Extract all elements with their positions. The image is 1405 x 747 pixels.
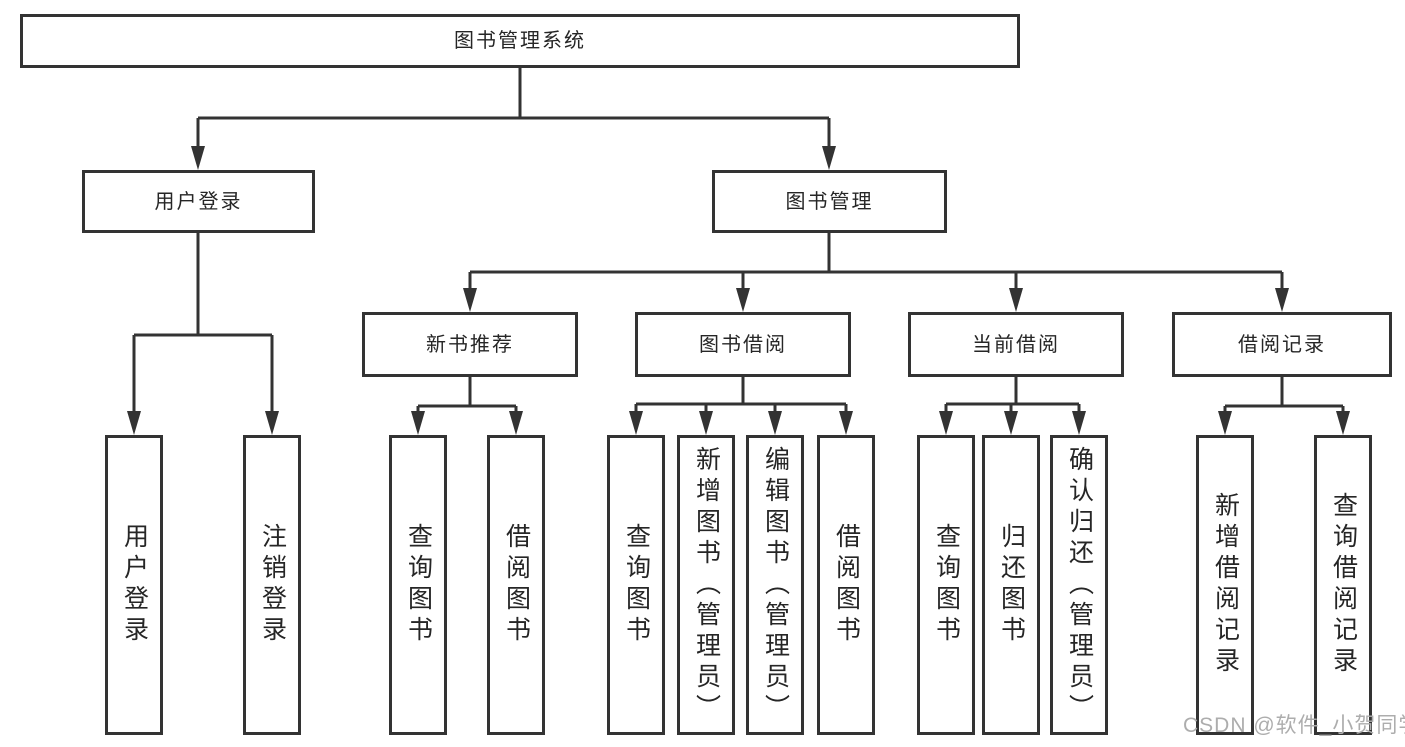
node-book-borrow: 图书借阅 [635,312,851,377]
leaf-borrow-books-recommend: 借阅图书 [487,435,545,735]
node-label: 借阅记录 [1238,333,1326,356]
node-current-borrow: 当前借阅 [908,312,1124,377]
leaf-confirm-return-admin: 确认归还（管理员） [1050,435,1108,735]
leaf-query-books-current: 查询图书 [917,435,975,735]
leaf-label: 归还图书 [997,523,1026,647]
leaf-user-login: 用户登录 [105,435,163,735]
leaf-query-borrow-record: 查询借阅记录 [1314,435,1372,735]
node-label: 新书推荐 [426,333,514,356]
leaf-label: 注销登录 [258,523,287,647]
leaf-return-book: 归还图书 [982,435,1040,735]
leaf-query-books-borrow: 查询图书 [607,435,665,735]
leaf-label: 新增借阅记录 [1211,492,1240,678]
node-book-management: 图书管理 [712,170,947,233]
node-library-management-system: 图书管理系统 [20,14,1020,68]
node-label: 图书管理 [785,190,874,213]
node-new-book-recommend: 新书推荐 [362,312,578,377]
leaf-label: 用户登录 [120,523,149,647]
leaf-label: 查询图书 [932,523,961,647]
leaf-label: 查询借阅记录 [1329,492,1358,678]
leaf-add-borrow-record: 新增借阅记录 [1196,435,1254,735]
leaf-edit-book-admin: 编辑图书（管理员） [746,435,804,735]
leaf-borrow-books-borrow: 借阅图书 [817,435,875,735]
leaf-label: 确认归还（管理员） [1065,445,1094,725]
node-label: 当前借阅 [972,333,1060,356]
leaf-label: 查询图书 [622,523,651,647]
node-borrow-records: 借阅记录 [1172,312,1392,377]
node-label: 图书管理系统 [454,30,586,52]
arrowheads [127,146,1350,435]
leaf-label: 借阅图书 [832,523,861,647]
leaf-label: 借阅图书 [502,523,531,647]
leaf-query-books-recommend: 查询图书 [389,435,447,735]
node-user-login: 用户登录 [82,170,315,233]
node-label: 图书借阅 [699,333,787,356]
leaf-logout: 注销登录 [243,435,301,735]
leaf-label: 新增图书（管理员） [692,445,721,725]
leaf-add-book-admin: 新增图书（管理员） [677,435,735,735]
leaf-label: 编辑图书（管理员） [761,445,790,725]
node-label: 用户登录 [154,190,243,213]
csdn-watermark: CSDN @软件_小贺同学 [1183,714,1405,737]
leaf-label: 查询图书 [404,523,433,647]
